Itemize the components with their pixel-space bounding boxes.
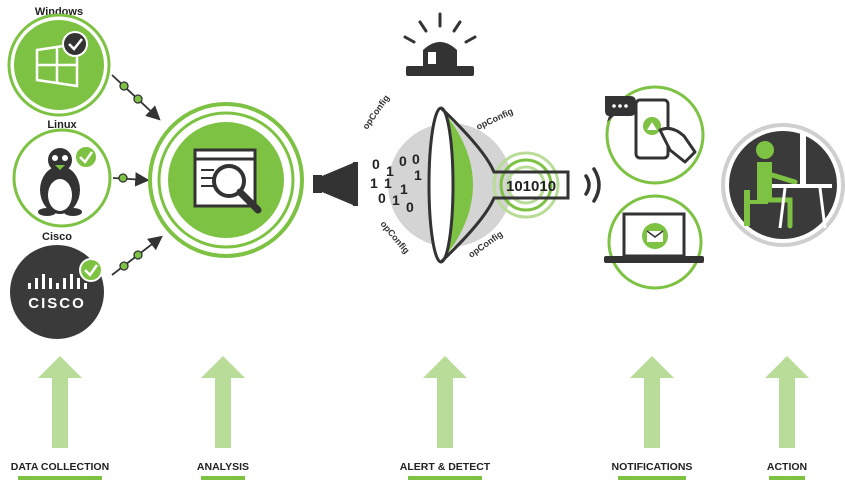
signal-waves-icon bbox=[584, 167, 601, 203]
bit: 0 bbox=[399, 153, 407, 169]
cisco-source: Cisco CISCO bbox=[10, 231, 104, 339]
stage-label-action: ACTION bbox=[767, 461, 807, 473]
check-icon bbox=[62, 31, 88, 57]
smartphone-notification-icon bbox=[605, 96, 697, 164]
alarm-beacon-icon bbox=[403, 12, 477, 76]
laptop-email-icon bbox=[604, 212, 704, 263]
connector-nodes bbox=[118, 81, 143, 271]
funnel-icon bbox=[388, 106, 570, 264]
analysis-magnifier-icon bbox=[193, 148, 262, 214]
up-arrow-icon bbox=[201, 356, 245, 448]
stage-label-notifications: NOTIFICATIONS bbox=[612, 461, 693, 473]
up-arrow-icon bbox=[765, 356, 809, 448]
bit: 1 bbox=[414, 167, 422, 183]
output-bits: 101010 bbox=[506, 178, 556, 195]
bit: 1 bbox=[384, 175, 392, 191]
stage-labels: DATA COLLECTION ANALYSIS ALERT & DETECT … bbox=[11, 461, 807, 480]
bit: 1 bbox=[392, 192, 400, 208]
linux-label: Linux bbox=[47, 119, 77, 131]
check-icon bbox=[79, 258, 103, 282]
stage-label-alert-detect: ALERT & DETECT bbox=[400, 461, 491, 473]
smartphone-notification-node bbox=[605, 85, 705, 185]
opconfig-tag: opConfig bbox=[475, 106, 515, 132]
input-bits: 0 1 0 0 1 1 1 1 0 1 0 bbox=[370, 151, 422, 215]
cisco-label: Cisco bbox=[42, 231, 72, 243]
stage-label-analysis: ANALYSIS bbox=[197, 461, 249, 473]
bit: 1 bbox=[386, 163, 394, 179]
linux-source: Linux bbox=[12, 119, 112, 228]
megaphone-icon bbox=[313, 162, 358, 206]
check-icon bbox=[74, 145, 98, 169]
bit: 0 bbox=[378, 190, 386, 206]
up-arrow-icon bbox=[630, 356, 674, 448]
action-node bbox=[721, 123, 845, 247]
windows-source: Windows bbox=[7, 6, 111, 117]
stage-arrows bbox=[38, 356, 809, 448]
cisco-logo-text: CISCO bbox=[28, 295, 86, 312]
up-arrow-icon bbox=[38, 356, 82, 448]
laptop-email-node bbox=[604, 194, 704, 290]
person-at-desk-icon bbox=[744, 132, 832, 229]
bit: 1 bbox=[370, 175, 378, 191]
opconfig-tag: opConfig bbox=[360, 93, 391, 131]
stage-label-data-collection: DATA COLLECTION bbox=[11, 461, 109, 473]
bit: 0 bbox=[372, 156, 380, 172]
cisco-bars-icon bbox=[28, 274, 87, 289]
bit: 0 bbox=[406, 199, 414, 215]
tux-penguin-icon bbox=[38, 148, 82, 216]
analysis-node bbox=[148, 102, 304, 258]
up-arrow-icon bbox=[423, 356, 467, 448]
bit: 0 bbox=[412, 151, 420, 167]
bit: 1 bbox=[400, 181, 408, 197]
